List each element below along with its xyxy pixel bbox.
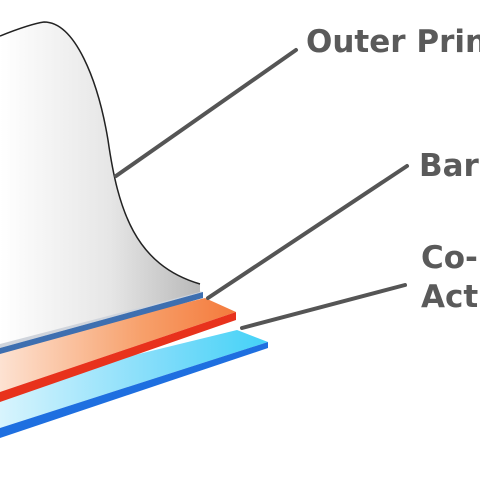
label-co-line2: Act (421, 279, 478, 315)
red-layer-edge (0, 312, 236, 402)
label-barrier: Barr (419, 148, 480, 184)
orange-layer-top (0, 298, 236, 392)
leader-line-outer (114, 48, 298, 178)
blue-layer-edge (0, 342, 268, 438)
label-co-line1: Co- (421, 240, 478, 276)
outer-print-sheet-edge (0, 21, 201, 285)
blue-layer-top (0, 330, 268, 428)
barrier-layer-edge (0, 292, 203, 354)
outer-print-sheet (0, 22, 200, 344)
leader-line-barrier (206, 164, 409, 300)
leader-line-co (240, 283, 407, 330)
label-outer-print: Outer Print (306, 24, 480, 60)
